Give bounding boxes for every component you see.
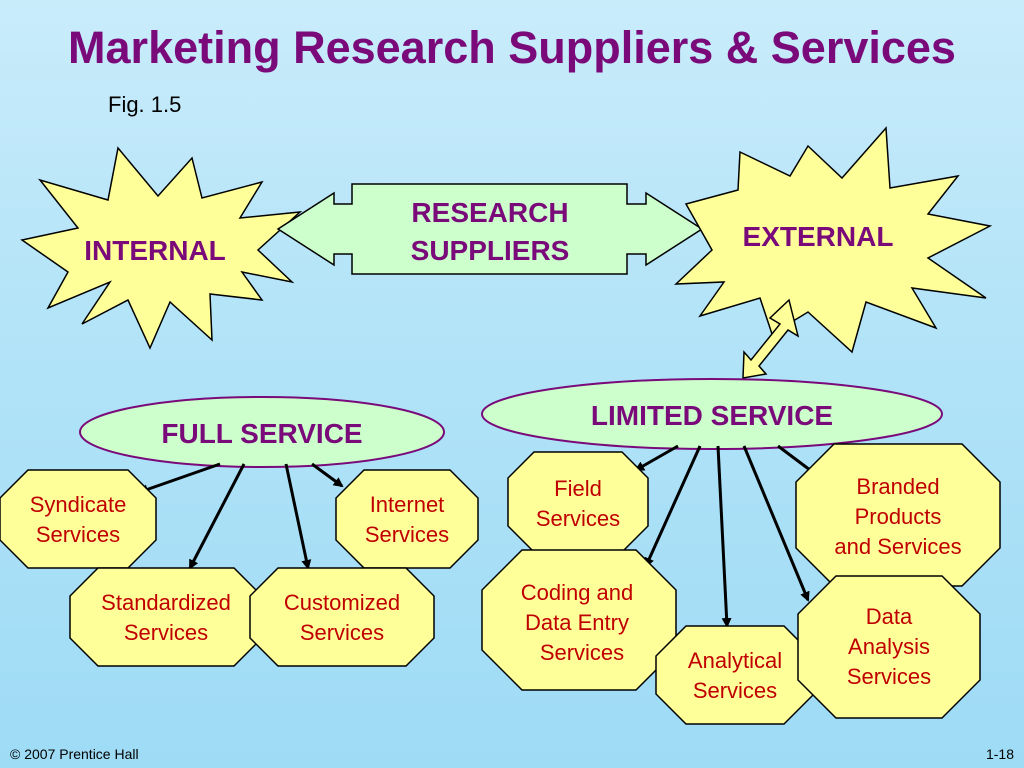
limited-service-arrows — [634, 444, 820, 628]
internal-label: INTERNAL — [84, 235, 226, 266]
octagon — [507, 451, 649, 553]
full-service-label: FULL SERVICE — [161, 418, 362, 449]
full-service-ellipse — [79, 396, 445, 468]
internal-starburst: INTERNAL — [20, 146, 303, 350]
research-suppliers-arrow: RESEARCH SUPPLIERS — [276, 183, 704, 275]
item-label-line2: Analysis — [848, 634, 930, 659]
octagon — [249, 567, 435, 667]
full-service-item-customized: Customized Services — [249, 567, 435, 667]
octagon — [795, 443, 1001, 587]
full-service-node: FULL SERVICE — [79, 396, 445, 468]
external-label: EXTERNAL — [743, 221, 894, 252]
octagon — [481, 549, 677, 691]
full-service-item-internet: Internet Services — [335, 469, 479, 569]
external-burst-shape — [674, 126, 993, 354]
octagon — [0, 469, 157, 569]
full-service-item-syndicate: Syndicate Services — [0, 469, 157, 569]
arrow-to-syndicate — [138, 462, 221, 495]
research-suppliers-label-line2: SUPPLIERS — [411, 235, 570, 266]
arrow-to-coding — [644, 445, 702, 568]
limited-service-item-data-analysis: Data Analysis Services — [797, 575, 981, 719]
external-limited-connector — [742, 298, 800, 379]
slide-title: Marketing Research Suppliers & Services — [68, 22, 956, 73]
item-label-line2: Products — [855, 504, 942, 529]
item-label-line1: Customized — [284, 590, 400, 615]
arrow-to-field — [634, 444, 679, 472]
octagon — [655, 625, 815, 725]
limited-service-item-analytical: Analytical Services — [655, 625, 815, 725]
item-label-line1: Data — [866, 604, 913, 629]
item-label-line3: Services — [847, 664, 931, 689]
limited-service-label: LIMITED SERVICE — [591, 400, 833, 431]
arrow-to-analytical — [716, 445, 732, 628]
item-label-line1: Syndicate — [30, 492, 127, 517]
item-label-line3: and Services — [834, 534, 961, 559]
arrow-to-internet — [311, 462, 344, 488]
limited-service-ellipse — [481, 378, 943, 450]
arrow-to-standardized — [188, 463, 246, 570]
internal-burst-shape — [20, 146, 303, 350]
research-suppliers-label-line1: RESEARCH — [411, 197, 568, 228]
item-label-line2: Data Entry — [525, 610, 629, 635]
octagon — [335, 469, 479, 569]
octagon — [69, 567, 263, 667]
full-service-arrows — [138, 462, 344, 570]
item-label-line1: Standardized — [101, 590, 231, 615]
item-label-line1: Coding and — [521, 580, 634, 605]
item-label-line2: Services — [124, 620, 208, 645]
item-label-line1: Field — [554, 476, 602, 501]
octagon — [797, 575, 981, 719]
limited-service-item-coding: Coding and Data Entry Services — [481, 549, 677, 691]
limited-service-item-field: Field Services — [507, 451, 649, 553]
arrow-to-data-analysis — [742, 445, 810, 602]
copyright-footer: © 2007 Prentice Hall — [10, 746, 139, 762]
figure-label: Fig. 1.5 — [108, 92, 182, 117]
item-label-line2: Services — [693, 678, 777, 703]
arrow-to-customized — [284, 463, 312, 570]
external-starburst: EXTERNAL — [674, 126, 993, 354]
item-label-line2: Services — [536, 506, 620, 531]
slide-number: 1-18 — [985, 746, 1014, 762]
limited-service-node: LIMITED SERVICE — [481, 378, 943, 450]
item-label-line1: Analytical — [688, 648, 782, 673]
item-label-line1: Branded — [856, 474, 939, 499]
item-label-line2: Services — [300, 620, 384, 645]
item-label-line1: Internet — [370, 492, 445, 517]
item-label-line2: Services — [365, 522, 449, 547]
full-service-item-standardized: Standardized Services — [69, 567, 263, 667]
item-label-line3: Services — [540, 640, 624, 665]
item-label-line2: Services — [36, 522, 120, 547]
limited-service-item-branded: Branded Products and Services — [795, 443, 1001, 587]
